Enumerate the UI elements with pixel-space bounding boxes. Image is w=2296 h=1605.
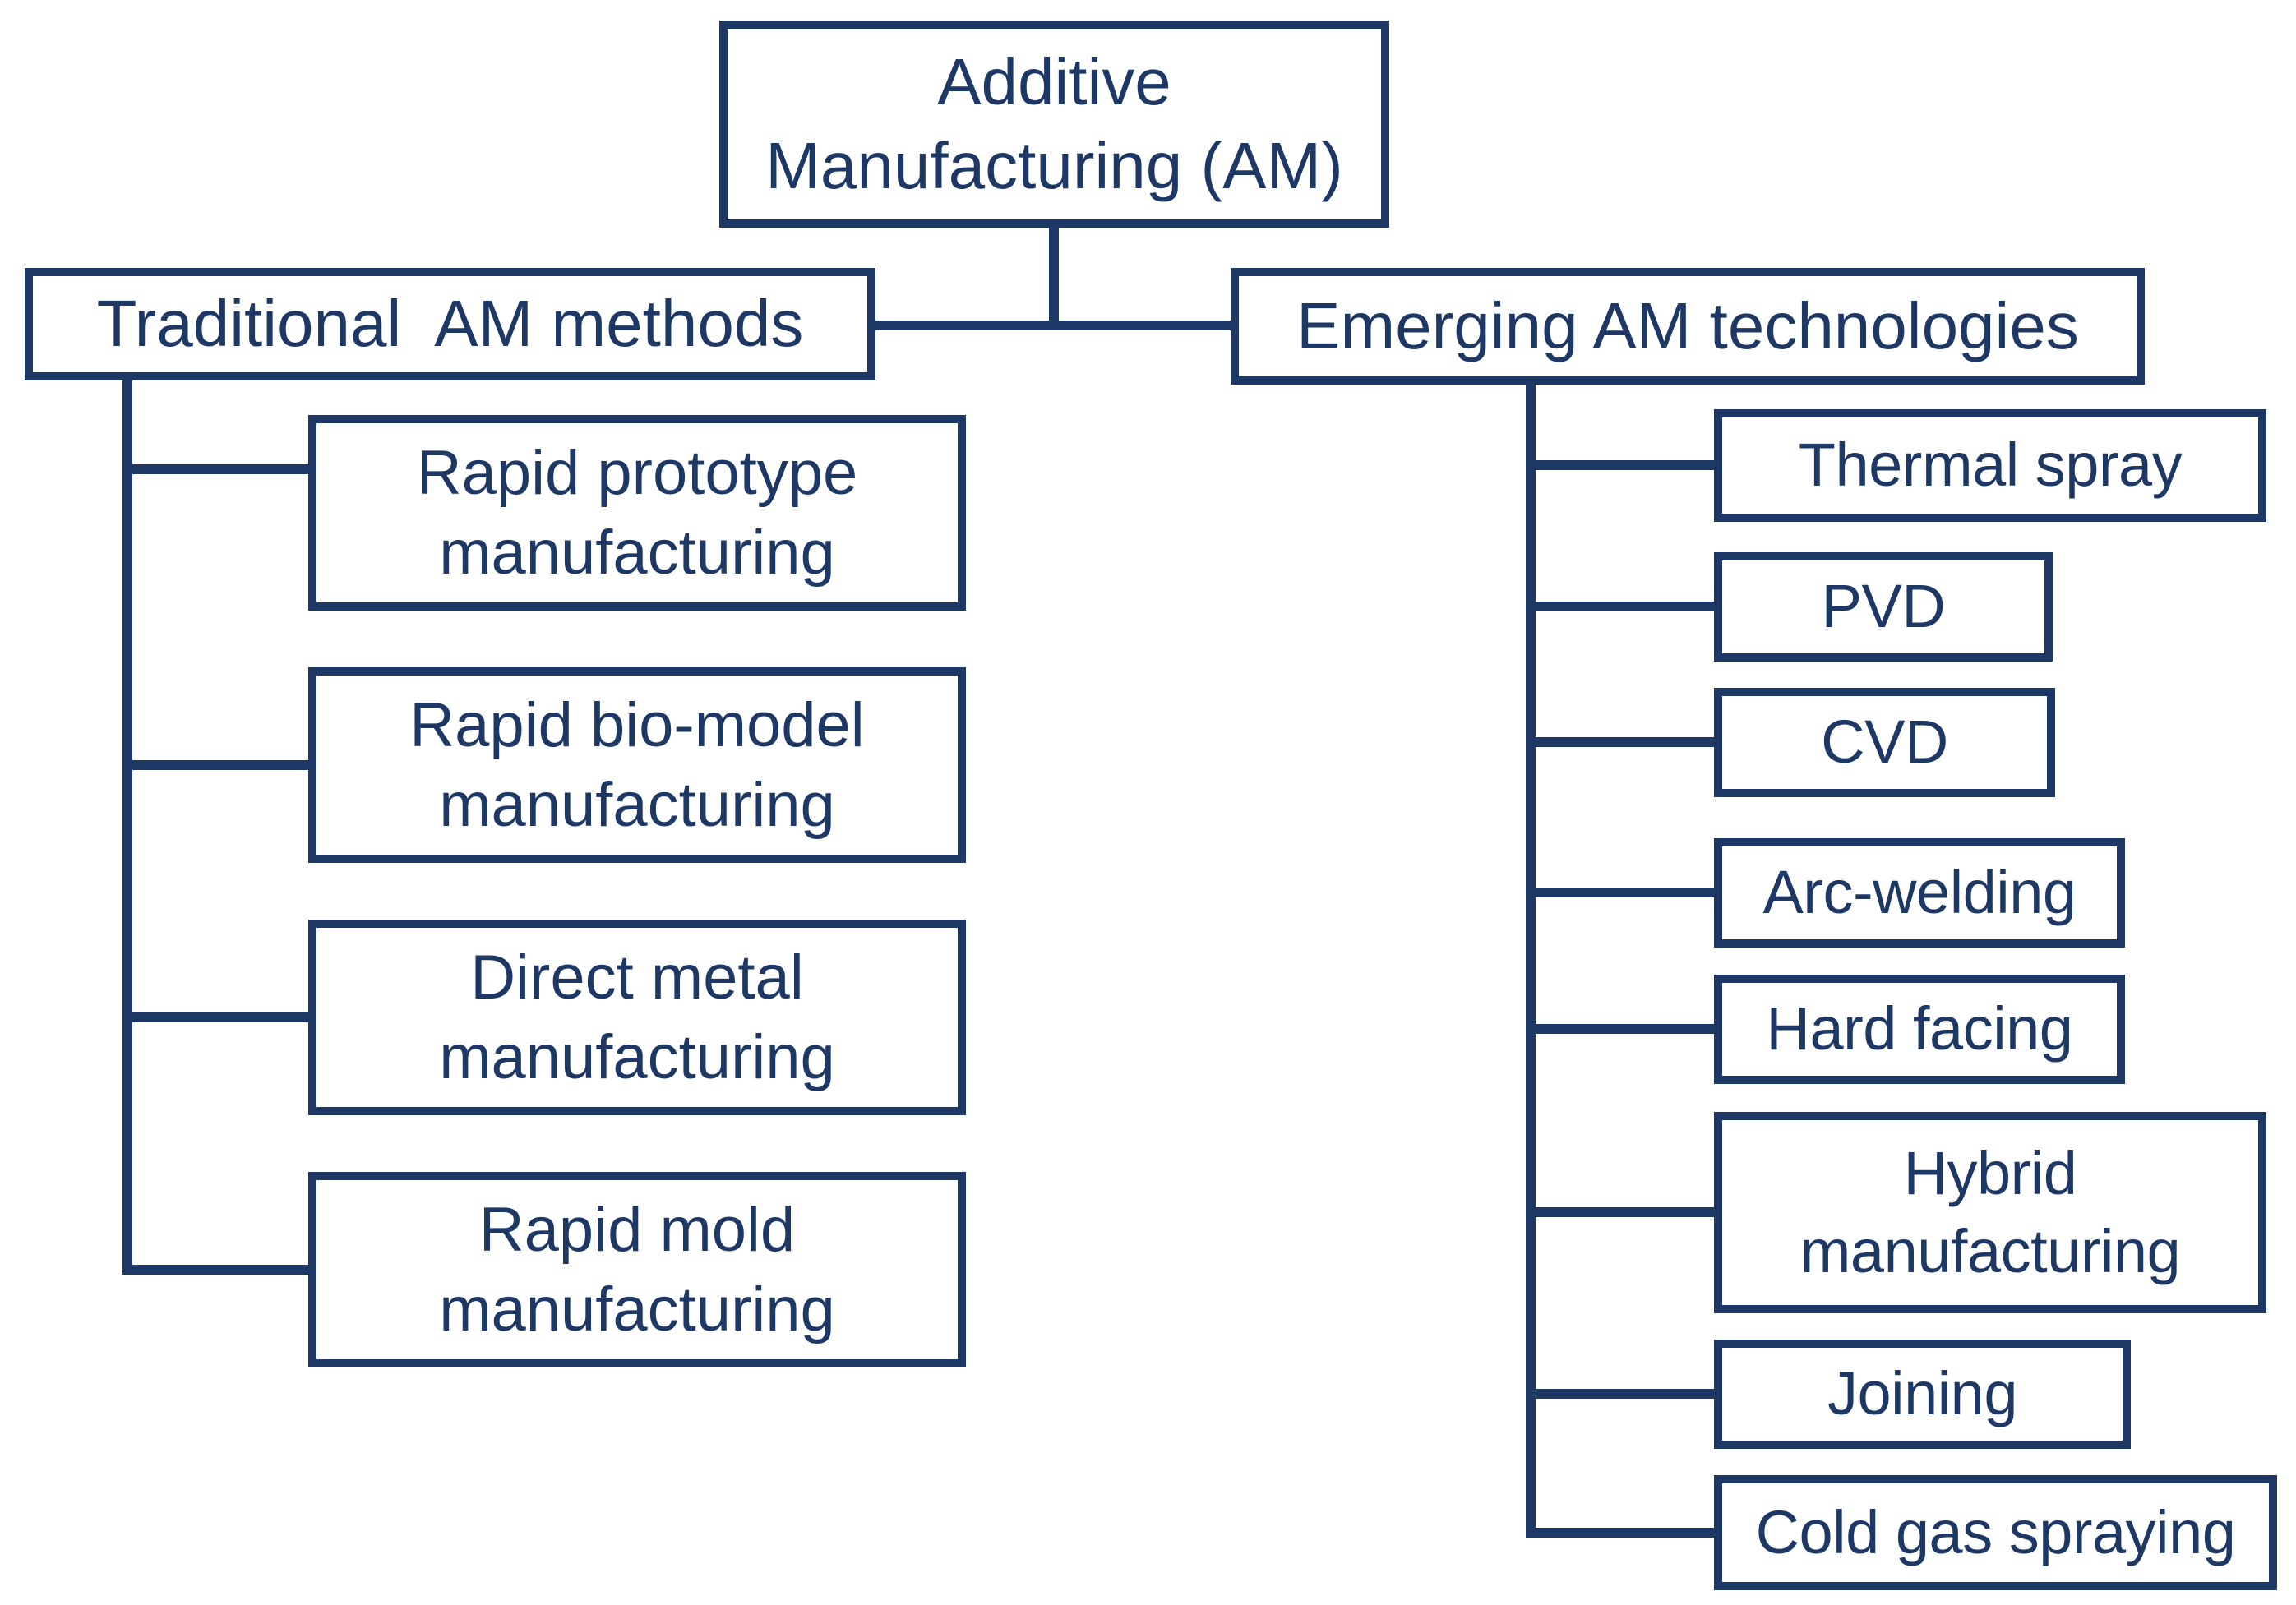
connector-root-stem (1049, 226, 1059, 330)
node-additive-manufacturing: Additive Manufacturing (AM) (719, 21, 1389, 228)
connector-right-trunk (1526, 383, 1536, 1538)
connector-right-elbow-7 (1526, 1389, 1716, 1399)
node-pvd: PVD (1714, 552, 2053, 662)
connector-right-elbow-6 (1526, 1207, 1716, 1217)
connector-left-elbow-3 (122, 1012, 310, 1022)
connector-left-elbow-1 (122, 464, 310, 474)
node-hybrid-manufacturing: Hybrid manufacturing (1714, 1112, 2266, 1313)
node-thermal-spray: Thermal spray (1714, 409, 2266, 522)
connector-left-elbow-4 (122, 1265, 310, 1275)
connector-left-elbow-2 (122, 760, 310, 770)
node-joining: Joining (1714, 1340, 2131, 1449)
node-emerging-am-technologies: Emerging AM technologies (1231, 268, 2145, 385)
node-cvd: CVD (1714, 688, 2055, 797)
connector-right-elbow-2 (1526, 602, 1716, 611)
connector-right-elbow-4 (1526, 888, 1716, 897)
connector-right-elbow-5 (1526, 1024, 1716, 1034)
connector-branch-crossbar (874, 321, 1232, 330)
node-direct-metal-manufacturing: Direct metal manufacturing (308, 920, 966, 1115)
node-rapid-mold-manufacturing: Rapid mold manufacturing (308, 1172, 966, 1367)
connector-left-trunk (122, 379, 132, 1275)
node-hard-facing: Hard facing (1714, 975, 2125, 1084)
connector-right-elbow-8 (1526, 1528, 1716, 1538)
connector-right-elbow-1 (1526, 460, 1716, 470)
node-traditional-am-methods: Traditional AM methods (25, 268, 875, 380)
node-rapid-bio-model-manufacturing: Rapid bio-model manufacturing (308, 667, 966, 863)
node-arc-welding: Arc-welding (1714, 838, 2125, 948)
node-cold-gas-spraying: Cold gas spraying (1714, 1475, 2277, 1590)
connector-right-elbow-3 (1526, 737, 1716, 747)
node-rapid-prototype-manufacturing: Rapid prototype manufacturing (308, 415, 966, 611)
